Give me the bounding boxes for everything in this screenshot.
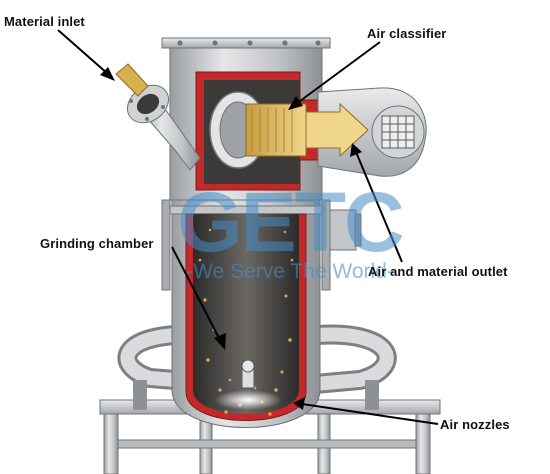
label-material-inlet: Material inlet: [4, 14, 85, 29]
inlet-pipe: [115, 63, 201, 171]
label-air-classifier: Air classifier: [367, 26, 447, 41]
grinding-chamber-body: [165, 199, 327, 428]
chamber-flanges: [161, 199, 362, 291]
label-air-nozzles: Air nozzles: [440, 417, 510, 432]
outlet-duct: [317, 87, 427, 177]
callout-arrows: [57, 29, 439, 425]
label-air-material-outlet: Air and material outlet: [368, 264, 508, 279]
classifier-wheel: [209, 91, 369, 169]
label-grinding-chamber: Grinding chamber: [40, 236, 154, 251]
